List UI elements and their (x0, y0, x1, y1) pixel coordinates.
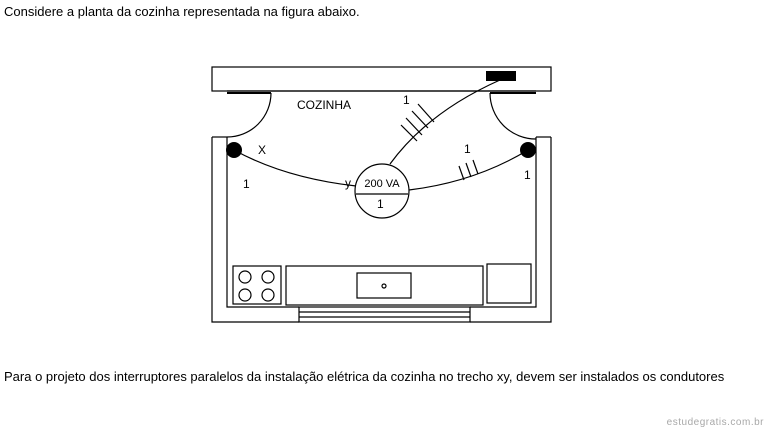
question-text: Para o projeto dos interruptores paralel… (4, 369, 725, 384)
sink (356, 272, 412, 299)
right-switch-circuit: 1 (524, 168, 531, 182)
distribution-panel (486, 71, 516, 81)
wire-left-to-lamp (233, 149, 357, 187)
lamp-fixture (354, 163, 410, 219)
branch-right-circuit: 1 (464, 142, 471, 156)
window (298, 306, 471, 323)
stove (232, 265, 282, 305)
conductor-ticks-right (458, 159, 479, 181)
right-door-swing (489, 92, 537, 140)
wire-lamp-to-right (408, 149, 529, 191)
point-y-label: y (345, 176, 351, 190)
lamp-circuit: 1 (377, 197, 384, 211)
counter (285, 265, 484, 306)
left-wall (211, 137, 299, 323)
conductor-ticks-top (400, 103, 435, 142)
refrigerator (486, 263, 532, 304)
switch-point-left (226, 142, 242, 158)
switch-point-right (520, 142, 536, 158)
room-label: COZINHA (297, 98, 351, 112)
wire-lamp-to-top (389, 79, 501, 165)
point-x-label: X (258, 143, 266, 157)
intro-text: Considere a planta da cozinha representa… (4, 4, 360, 19)
watermark: estudegratis.com.br (666, 417, 764, 428)
left-door-swing (226, 92, 272, 138)
branch-top-circuit: 1 (403, 93, 410, 107)
lamp-power: 200 VA (364, 178, 400, 190)
left-switch-circuit: 1 (243, 177, 250, 191)
right-wall (470, 137, 552, 323)
